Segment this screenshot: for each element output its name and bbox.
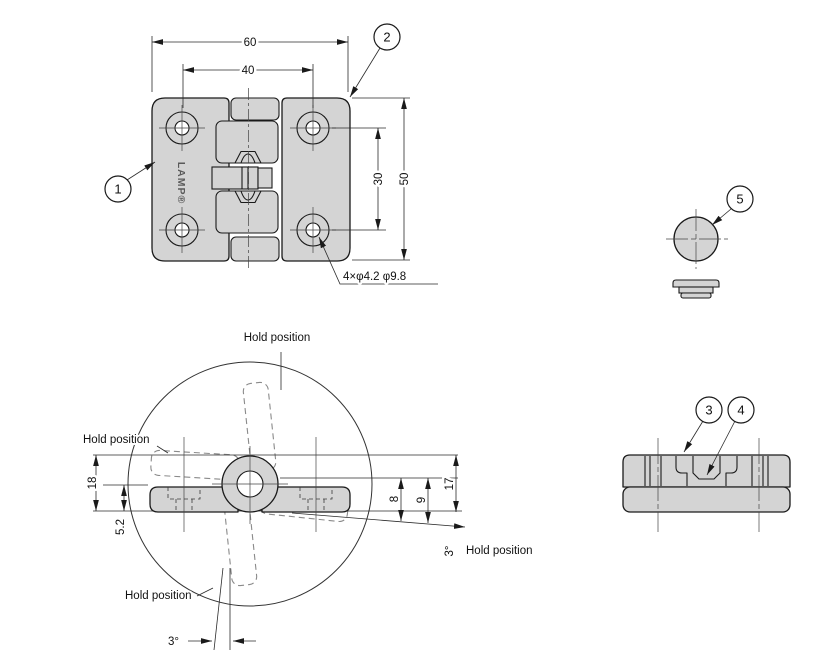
callout-4-balloon [727,396,755,424]
dim-9: 9 [416,497,428,503]
knuckle-top-tab [230,97,280,121]
top-view: LAMP® [151,88,351,270]
dim-50: 50 [399,173,411,186]
spring-tab-lower [234,190,262,204]
svg-text:2: 2 [383,30,390,45]
left-plate [151,97,230,262]
callout-3-balloon [695,396,723,424]
callout-2-balloon [373,23,401,51]
moving-arm-right [261,486,351,513]
cap-part-views: 5 [666,185,754,299]
callout-4: 4 [706,396,755,476]
knuckle-upper-leaf [215,120,279,164]
swing-view: 18 5.2 8 9 17 3° 3° Hold position Hold p… [81,330,534,651]
section-view: 3 4 [622,396,791,532]
hold-label-left: Hold position [83,434,149,446]
knuckle-lower-leaf [215,190,279,234]
cap-side-view-body [678,286,714,294]
svg-text:5: 5 [736,192,743,207]
callout-1: 1 [104,161,156,203]
callout-3: 3 [683,396,723,453]
screw-holes [159,105,336,253]
dim-60: 60 [244,37,257,49]
knuckle-bottom-tab [230,236,280,262]
section-lower-block [622,486,791,513]
svg-text:1: 1 [114,182,121,197]
dim-40: 40 [242,65,255,77]
top-view-dimensions: 60 40 50 30 4×φ4.2 φ9.8 [151,35,438,285]
angle-3-bottom: 3° [168,636,179,648]
swing-circle [127,361,373,607]
dim-30: 30 [373,173,385,186]
hole-spec-note: 4×φ4.2 φ9.8 [343,271,406,283]
cap-side-view-flange [672,279,720,288]
fixed-arm-left [149,486,239,513]
right-plate [281,97,351,262]
hold-label-bottom: Hold position [125,590,191,602]
callout-1-balloon [104,175,132,203]
dim-17: 17 [444,478,456,491]
hold-label-top: Hold position [244,332,310,344]
cap-side-view-lip [680,292,712,299]
axle-block-right [257,167,273,189]
section-groove-details [644,456,769,486]
callout-2: 2 [349,23,401,98]
angle-3-bottom-group: 3° [166,567,256,651]
dim-18: 18 [87,477,99,490]
section-upper-block [622,454,791,488]
callout-5: 5 [711,185,754,226]
axle-block [211,166,259,190]
svg-text:4: 4 [737,403,744,418]
dim-8: 8 [389,496,401,502]
spring-tab-upper [234,150,262,164]
hold-label-right: Hold position [466,545,532,557]
angle-3-right: 3° [444,546,456,557]
lamp-logo: LAMP® [175,162,187,204]
center-recess [692,456,721,480]
dim-5-2: 5.2 [115,519,127,535]
svg-text:3: 3 [705,403,712,418]
callout-5-balloon [726,185,754,213]
tilt-3deg-line [291,512,466,529]
